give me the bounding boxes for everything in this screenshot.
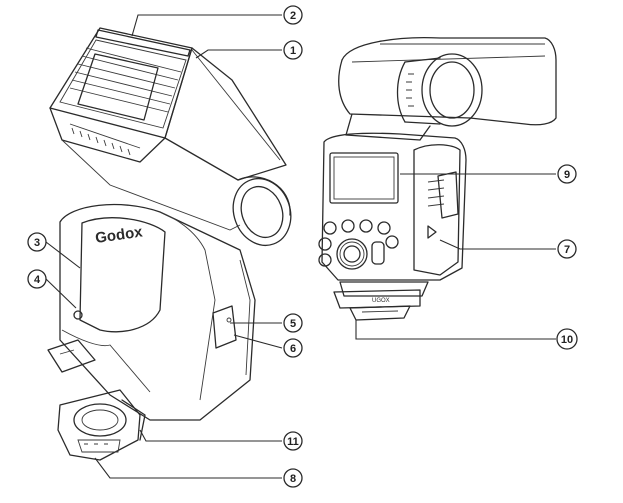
rear-model-tag: UGOX bbox=[372, 298, 390, 304]
callout-3: 3 bbox=[27, 232, 47, 252]
svg-text:5: 5 bbox=[290, 318, 296, 330]
svg-text:9: 9 bbox=[564, 169, 570, 181]
svg-text:1: 1 bbox=[290, 45, 296, 57]
svg-text:7: 7 bbox=[564, 244, 570, 256]
callout-9: 9 bbox=[557, 164, 577, 184]
svg-text:11: 11 bbox=[287, 436, 299, 448]
flash-head-front bbox=[49, 27, 193, 139]
rear-neck bbox=[345, 113, 431, 141]
mode-button bbox=[318, 237, 332, 251]
lock-lever bbox=[47, 339, 96, 373]
swivel-joint bbox=[232, 176, 292, 247]
callout-11: 11 bbox=[283, 431, 303, 451]
callout-1: 1 bbox=[283, 40, 303, 60]
callout-2: 2 bbox=[283, 5, 303, 25]
front-flash-unit: Godox bbox=[47, 27, 292, 461]
hot-shoe-foot bbox=[57, 389, 146, 461]
svg-text:6: 6 bbox=[290, 343, 296, 355]
svg-text:10: 10 bbox=[561, 334, 573, 346]
callout-8: 8 bbox=[283, 468, 303, 488]
function-button-3 bbox=[359, 219, 373, 233]
battery-door bbox=[413, 144, 461, 276]
leader-lines bbox=[45, 14, 556, 479]
brand-logo: Godox bbox=[94, 223, 144, 247]
function-button-4 bbox=[377, 221, 391, 235]
function-button-1 bbox=[323, 221, 337, 235]
rear-hot-shoe: UGOX bbox=[333, 281, 429, 321]
flash-head-housing bbox=[49, 47, 287, 231]
svg-text:2: 2 bbox=[290, 10, 296, 22]
zoom-button bbox=[318, 253, 332, 267]
lcd-screen bbox=[329, 152, 399, 204]
rear-flash-unit: UGOX bbox=[318, 37, 557, 321]
svg-text:4: 4 bbox=[34, 274, 41, 286]
callout-6: 6 bbox=[283, 338, 303, 358]
callout-7: 7 bbox=[557, 239, 577, 259]
callout-5: 5 bbox=[283, 313, 303, 333]
svg-text:3: 3 bbox=[34, 237, 40, 249]
svg-text:8: 8 bbox=[290, 473, 296, 485]
control-dial bbox=[336, 238, 368, 270]
callout-4: 4 bbox=[27, 269, 47, 289]
rear-flash-head bbox=[338, 37, 557, 127]
callout-10: 10 bbox=[556, 328, 578, 350]
power-switch bbox=[371, 241, 385, 265]
test-button bbox=[385, 235, 399, 249]
rear-body bbox=[318, 132, 467, 281]
flash-body bbox=[59, 203, 256, 421]
function-button-2 bbox=[341, 219, 355, 233]
